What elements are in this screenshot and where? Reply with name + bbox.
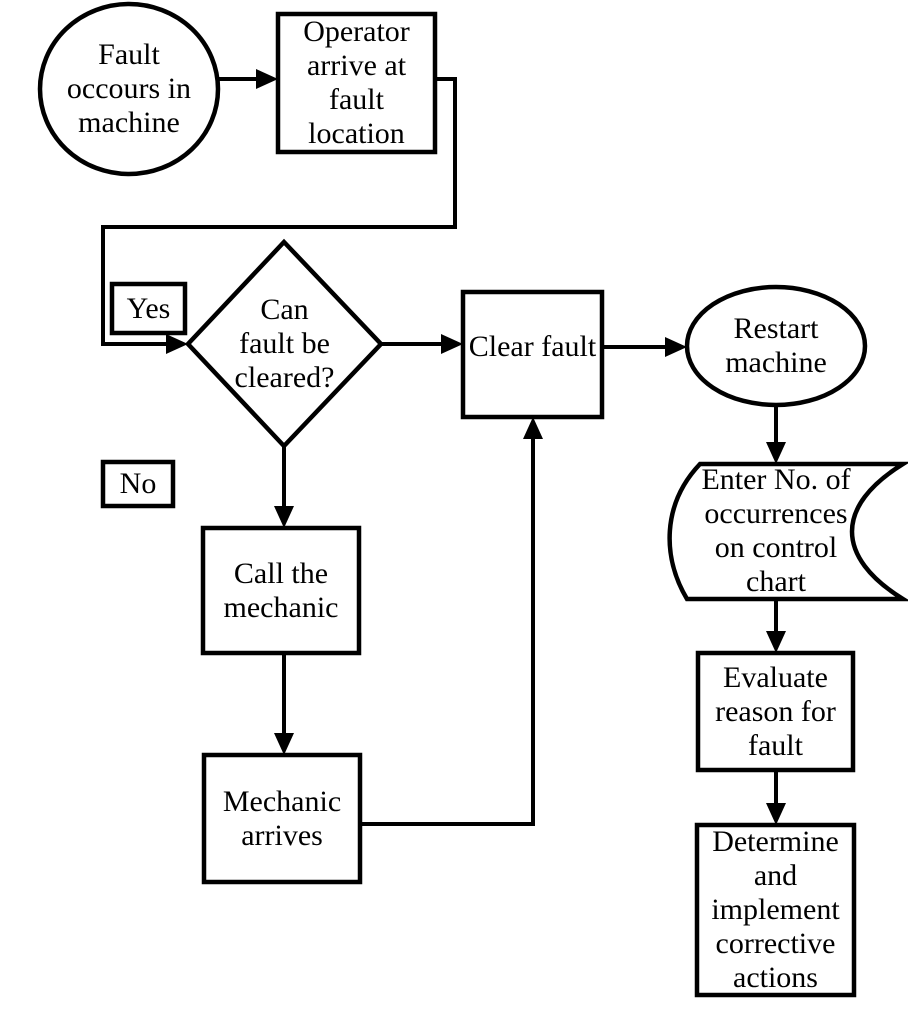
- edge-evaluate-to-determine: [766, 770, 786, 825]
- no-branch-label: No: [119, 467, 157, 500]
- decision-diamond: [184, 238, 385, 450]
- edge-decision-to-call-mechanic: [274, 446, 294, 528]
- edge-operator-to-decision: [101, 77, 457, 354]
- yes-branch-label: Yes: [126, 291, 171, 325]
- edge-restart-to-chart: [766, 405, 786, 464]
- yes-label-box: [109, 281, 188, 336]
- edge-clear-fault-to-restart: [602, 337, 687, 357]
- start-terminal-label: Fault occours in machine: [66, 38, 192, 139]
- mechanic-arrives-box: [201, 752, 363, 885]
- occurrence-chart-label: Enter No. of occurrences on control char…: [701, 462, 851, 598]
- call-mechanic-label: Call the mechanic: [223, 556, 339, 624]
- edge-call-mechanic-to-arrives: [274, 653, 294, 755]
- edge-decision-to-clear-fault: [381, 334, 463, 354]
- determine-box: [694, 822, 857, 998]
- decision-label: Can fault be cleared?: [234, 293, 335, 394]
- edge-arrives-to-clear-fault: [360, 417, 543, 826]
- mechanic-arrives-label: Mechanic arrives: [222, 784, 342, 852]
- occurrence-chart-shape: [667, 461, 908, 602]
- clear-fault-label: Clear fault: [468, 330, 597, 363]
- determine-label: Determine and implement corrective actio…: [711, 825, 840, 994]
- operator-arrive-box: [275, 11, 438, 155]
- call-mechanic-box: [200, 525, 362, 656]
- edge-chart-to-evaluate: [766, 599, 786, 653]
- clear-fault-box: [460, 289, 605, 420]
- evaluate-box: [695, 650, 856, 773]
- no-label-box: [100, 459, 176, 509]
- operator-arrive-label: Operator arrive at fault location: [303, 15, 410, 150]
- start-terminal-shape: [37, 1, 221, 177]
- evaluate-label: Evaluate reason for fault: [715, 660, 836, 762]
- edge-start-to-operator: [218, 69, 278, 89]
- restart-ellipse: [684, 284, 868, 408]
- restart-label: Restart machine: [725, 312, 827, 379]
